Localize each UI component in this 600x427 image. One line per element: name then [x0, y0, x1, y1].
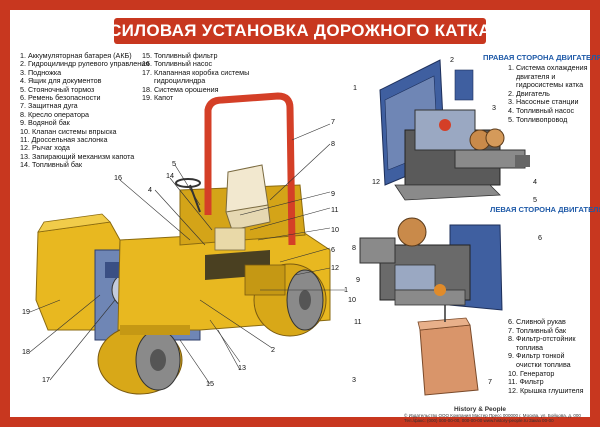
legend-item: 4. Ящик для документов	[20, 76, 102, 86]
legend-item: 17. Клапанная коробка системы	[142, 67, 250, 77]
callout-10: 10	[331, 225, 339, 234]
page-title: СИЛОВАЯ УСТАНОВКА ДОРОЖНОГО КАТКА	[109, 21, 491, 40]
left-side-heading: ЛЕВАЯ СТОРОНА ДВИГАТЕЛЯ	[490, 205, 600, 214]
legend-item: 2. Гидроцилиндр рулевого управления	[20, 59, 150, 69]
legend-item: гидросистемы катка	[508, 80, 584, 90]
legend-item: 4. Топливный насос	[508, 105, 575, 115]
callout-7: 7	[331, 117, 335, 126]
callout-17: 17	[42, 375, 50, 384]
legend-item: 2. Двигатель	[508, 88, 550, 98]
roller-leader-lines	[29, 123, 345, 385]
callout-9: 9	[331, 189, 335, 198]
right-side-legend: 1. Система охлаждения двигателя и гидрос…	[508, 63, 588, 124]
callout-2: 2	[271, 345, 275, 354]
right-engine-callout-4: 4	[533, 177, 537, 186]
legend-item: 3. Подножка	[20, 67, 62, 77]
legend-item: 1. Система охлаждения	[508, 63, 588, 72]
legend-item: 10. Клапан системы впрыска	[20, 126, 117, 136]
legend-item: 5. Топливопровод	[508, 114, 568, 124]
callout-14: 14	[166, 171, 174, 180]
left-engine-callout-11: 11	[354, 317, 362, 326]
legend-item: 8. Фильтр-отстойник	[508, 334, 576, 344]
legend-item: двигателя и	[508, 71, 556, 81]
callout-12: 12	[331, 263, 339, 272]
left-engine-callout-8: 8	[352, 243, 356, 252]
left-engine-callout-9: 9	[356, 275, 360, 284]
callout-15: 15	[206, 379, 214, 388]
callout-11: 11	[331, 205, 339, 214]
legend-item: 7. Защитная дуга	[20, 101, 78, 111]
legend-item: 19. Капот	[142, 93, 174, 103]
legend-item: 1. Аккумуляторная батарея (АКБ)	[20, 51, 132, 60]
road-roller-drawing	[35, 92, 331, 395]
legend-item: очистки топлива	[508, 359, 571, 369]
legend-item: гидроцилиндра	[142, 76, 206, 86]
right-engine-callout-5: 5	[533, 195, 537, 204]
right-engine-drawing	[379, 59, 530, 201]
legend-item: 8. Кресло оператора	[20, 109, 89, 119]
legend-item: 3. Насосные станции	[508, 97, 579, 107]
callout-18: 18	[22, 347, 30, 356]
callout-5: 5	[172, 159, 176, 168]
right-side-heading: ПРАВАЯ СТОРОНА ДВИГАТЕЛЯ	[483, 53, 600, 62]
legend-item: 14. Топливный бак	[20, 160, 82, 170]
legend-item: 11. Дроссельная заслонка	[20, 135, 108, 145]
right-engine-callout-2: 2	[450, 55, 454, 64]
callout-16: 16	[114, 173, 122, 182]
legend-item: 9. Фильтр тонкой	[508, 351, 565, 361]
legend-item: 9. Водяной бак	[20, 118, 70, 128]
brand-logo-text: History & People	[454, 406, 507, 413]
legend-item: 12. Крышка глушителя	[508, 385, 584, 395]
right-engine-callout-12: 12	[372, 177, 380, 186]
callout-13: 13	[238, 363, 246, 372]
callout-4: 4	[148, 185, 152, 194]
right-engine-callout-1: 1	[353, 83, 357, 92]
footer-line: Тел./факс: (000) 000-00-00, 000-00-00 ww…	[404, 418, 554, 423]
legend-item: 5. Стояночный тормоз	[20, 84, 95, 94]
legend-item: топлива	[508, 342, 544, 352]
legend-item: 6. Ремень безопасности	[20, 93, 101, 103]
left-engine-callout-10: 10	[348, 295, 356, 304]
left-engine-drawing	[359, 217, 503, 396]
right-engine-callout-3: 3	[492, 103, 496, 112]
legend-middle: 15. Топливный фильтр 16. Топливный насос…	[142, 51, 250, 103]
left-engine-callout-6: 6	[538, 233, 542, 242]
legend-item: 13. Запирающий механизм капота	[20, 151, 135, 161]
legend-item: 10. Генератор	[508, 368, 555, 378]
legend-item: 7. Топливный бак	[508, 325, 566, 335]
callout-19: 19	[22, 307, 30, 316]
callout-1: 1	[344, 285, 348, 294]
legend-item: 6. Сливной рукав	[508, 317, 566, 326]
left-side-legend: 6. Сливной рукав 7. Топливный бак 8. Фил…	[508, 317, 584, 395]
callout-3: 3	[352, 375, 356, 384]
legend-item: 12. Рычаг хода	[20, 143, 70, 153]
callout-8: 8	[331, 139, 335, 148]
legend-left: 1. Аккумуляторная батарея (АКБ) 2. Гидро…	[20, 51, 150, 170]
legend-item: 16. Топливный насос	[142, 59, 213, 69]
callout-6: 6	[331, 245, 335, 254]
left-engine-callout-7: 7	[488, 377, 492, 386]
legend-item: 18. Система орошения	[142, 84, 219, 94]
footer-line: © Издательство ООО Компания Мастер Пресс…	[404, 413, 581, 418]
legend-item: 15. Топливный фильтр	[142, 51, 218, 60]
title-banner: СИЛОВАЯ УСТАНОВКА ДОРОЖНОГО КАТКА	[109, 18, 491, 44]
legend-item: 11. Фильтр	[508, 377, 544, 387]
